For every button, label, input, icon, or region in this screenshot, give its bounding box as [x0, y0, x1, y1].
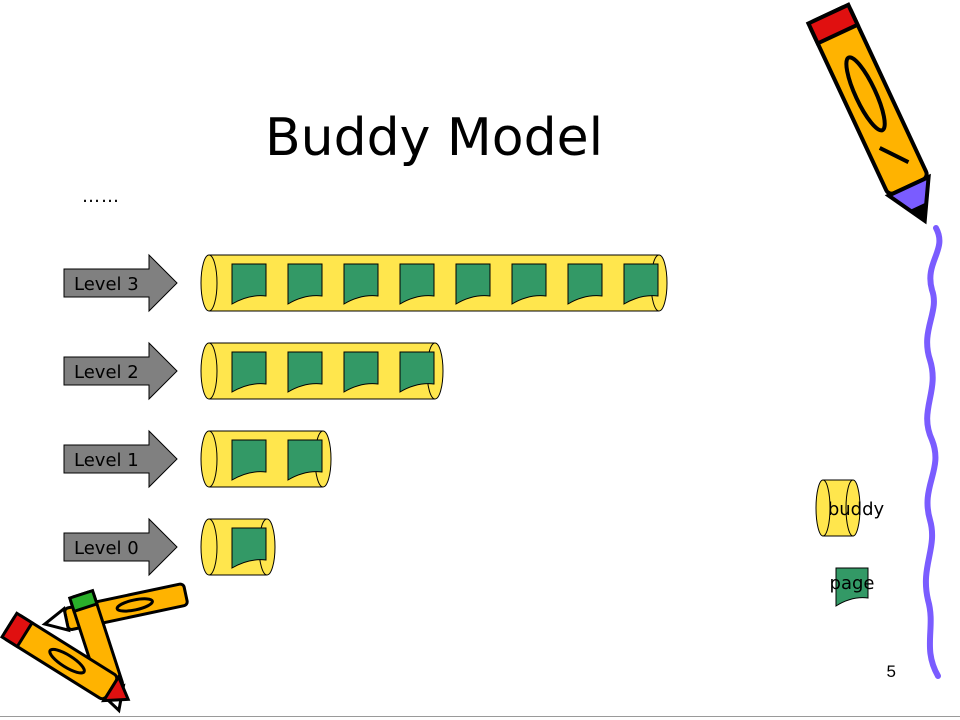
buddy-cylinder: [200, 254, 668, 312]
buddy-cylinders: [200, 254, 668, 576]
page-block: [231, 439, 267, 481]
legend-buddy-label: buddy: [828, 499, 885, 520]
page-block: [343, 263, 379, 305]
page-block: [287, 263, 323, 305]
legend-page-icon: [835, 567, 869, 607]
footer-divider: [0, 716, 960, 717]
page-block: [231, 351, 267, 393]
level-arrows: Level 3 Level 2 Level 1 Level 0: [63, 253, 178, 577]
buddy-cylinder: [200, 518, 276, 576]
page-block: [231, 263, 267, 305]
page-title: Buddy Model: [264, 108, 604, 168]
page-block: [567, 263, 603, 305]
page-block: [399, 351, 435, 393]
pencil-icon: [805, 2, 931, 225]
level-arrow: [63, 253, 178, 313]
level-label: Level 2: [74, 362, 139, 383]
level-arrow: [63, 517, 178, 577]
buddy-cylinder: [200, 342, 444, 400]
crossed-pencils-icon: [0, 582, 189, 714]
page-number: 5: [886, 662, 896, 681]
level-label: Level 3: [74, 274, 139, 295]
page-block: [287, 351, 323, 393]
legend-page-label: page: [830, 573, 875, 594]
page-block: [287, 439, 323, 481]
page-block: [231, 527, 267, 569]
ellipsis-text: ……: [82, 186, 120, 207]
page-block: [455, 263, 491, 305]
page-block: [343, 351, 379, 393]
legend-buddy-cylinder: [815, 479, 861, 537]
page-block: [623, 263, 659, 305]
squiggle-line-icon: [922, 225, 943, 679]
legend: buddy page: [815, 479, 885, 607]
level-arrow: [63, 429, 178, 489]
page-block: [399, 263, 435, 305]
buddy-cylinder: [200, 430, 332, 488]
level-label: Level 1: [74, 450, 139, 471]
level-arrow: [63, 341, 178, 401]
page-block: [511, 263, 547, 305]
level-label: Level 0: [74, 538, 139, 559]
